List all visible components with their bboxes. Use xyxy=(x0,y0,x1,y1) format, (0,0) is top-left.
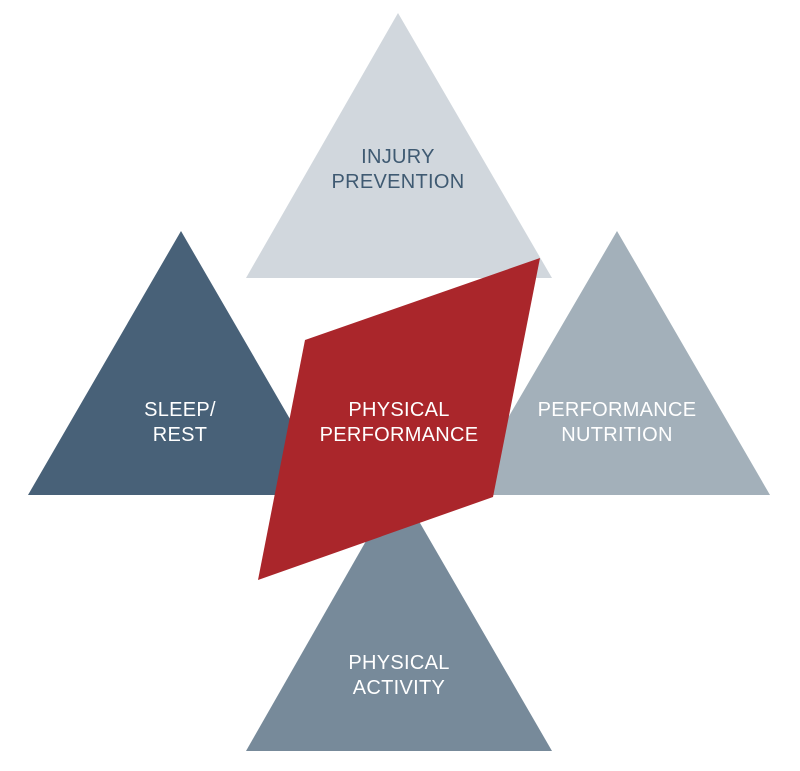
physical-activity-label-line1: PHYSICAL xyxy=(348,652,449,674)
physical-activity-label-line2: ACTIVITY xyxy=(353,677,445,699)
injury-prevention-label-line1: INJURY xyxy=(361,146,435,168)
performance-nutrition-label-line2: NUTRITION xyxy=(561,424,673,446)
injury-prevention-label-line2: PREVENTION xyxy=(331,171,464,193)
physical-performance-parallelogram xyxy=(258,258,540,580)
performance-nutrition-triangle xyxy=(463,231,770,495)
injury-prevention-triangle xyxy=(246,13,552,278)
physical-activity-triangle xyxy=(246,485,552,751)
physical-performance-label-line1: PHYSICAL xyxy=(348,399,449,421)
sleep-rest-triangle xyxy=(28,231,334,495)
sleep-rest-label-line2: REST xyxy=(153,424,208,446)
sleep-rest-label-line1: SLEEP/ xyxy=(144,399,216,421)
physical-performance-label-line2: PERFORMANCE xyxy=(320,424,479,446)
performance-nutrition-label-line1: PERFORMANCE xyxy=(538,399,697,421)
